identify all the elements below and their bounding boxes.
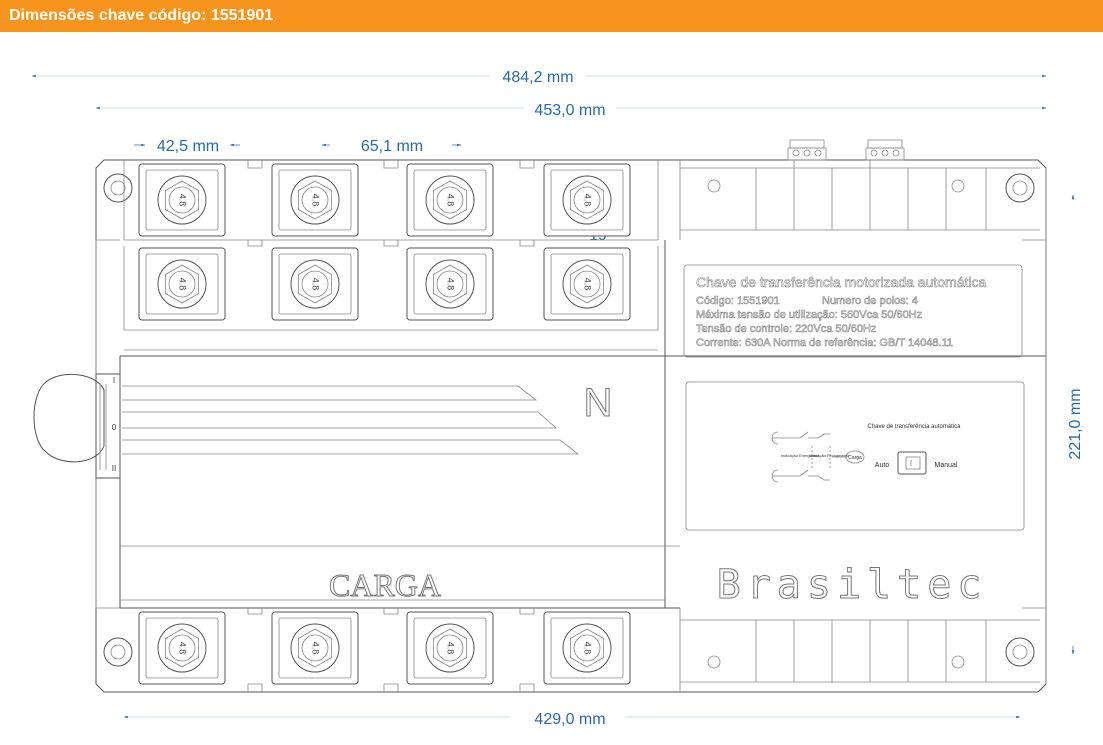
terminal-bottom-4: 4.8 [543, 611, 631, 685]
operating-handle [33, 373, 121, 479]
header-title: Dimensões chave código: 1551901 [9, 7, 274, 24]
terminal-label: 4.8 [446, 278, 456, 291]
control-panel-title: Chave de transferência automática [867, 424, 961, 430]
dimension-lines [31, 74, 1075, 719]
nameplate-max-voltage: Máxima tensão de utilização: 560Vca 50/6… [696, 309, 922, 321]
terminal-middle-1: 4.8 [138, 247, 226, 321]
terminal-top-3: 4.8 [406, 163, 494, 237]
handle-position-0: 0 [112, 423, 117, 432]
handle-position-1: I [113, 376, 115, 385]
label-manual: Manual [935, 462, 958, 469]
handle-position-2: II [112, 464, 116, 473]
terminal-label: 4.8 [311, 278, 321, 291]
terminal-width-label: 42,5 mm [157, 138, 219, 155]
label-energized: Indicação Energizado [781, 453, 820, 458]
terminal-label: 4.8 [446, 194, 456, 207]
load-marking: CARGA [329, 567, 441, 603]
label-auto: Auto [875, 462, 890, 469]
terminal-bottom-2: 4.8 [271, 611, 359, 685]
nameplate-code: Código: 1551901 [696, 295, 780, 307]
nameplate [683, 264, 1023, 358]
terminal-label: 4.8 [583, 194, 593, 207]
terminal-middle-4: 4.8 [543, 247, 631, 321]
terminal-middle-3: 4.8 [406, 247, 494, 321]
terminal-top-4: 4.8 [543, 163, 631, 237]
terminal-bottom-1: 4.8 [138, 611, 226, 685]
terminal-label: 4.8 [178, 278, 188, 291]
terminal-label: 4.8 [583, 642, 593, 655]
terminals: 4.8 4.8 4.8 4.8 4.8 4.8 4.8 4.8 4.8 4.8 4.8 4.8 [138, 163, 631, 685]
height-label: 221,0 mm [1067, 388, 1084, 459]
terminal-label: 4.8 [446, 642, 456, 655]
terminal-top-2: 4.8 [271, 163, 359, 237]
label-closing: Indicação Fechamento [809, 453, 850, 458]
terminal-pitch-label: 65,1 mm [361, 138, 423, 155]
terminal-label: 4.8 [311, 642, 321, 655]
terminal-bottom-3: 4.8 [406, 611, 494, 685]
brand-marking: Brasiltec [717, 562, 988, 608]
label-load: Carga [848, 455, 862, 461]
nameplate-title: Chave de transferência motorizada automá… [696, 274, 986, 290]
terminal-label: 4.8 [311, 194, 321, 207]
terminal-label: 4.8 [583, 278, 593, 291]
nameplate-poles: Numero de polos: 4 [822, 295, 918, 307]
body-width-label: 453,0 mm [534, 102, 605, 119]
nameplate-current: Corrente: 630A Norma de referência: GB/T… [696, 337, 953, 349]
nameplate-control-voltage: Tensão de controle: 220Vca 50/60Hz [696, 323, 876, 335]
overall-width-label: 484,2 mm [502, 69, 573, 86]
page-header: Dimensões chave código: 1551901 [0, 0, 1103, 32]
terminal-top-1: 4.8 [138, 163, 226, 237]
terminal-label: 4.8 [178, 194, 188, 207]
switch-body [95, 139, 1047, 693]
base-width-label: 429,0 mm [534, 711, 605, 728]
neutral-marking: N [584, 381, 613, 425]
terminal-label: 4.8 [178, 642, 188, 655]
terminal-middle-2: 4.8 [271, 247, 359, 321]
control-panel [685, 381, 1025, 531]
